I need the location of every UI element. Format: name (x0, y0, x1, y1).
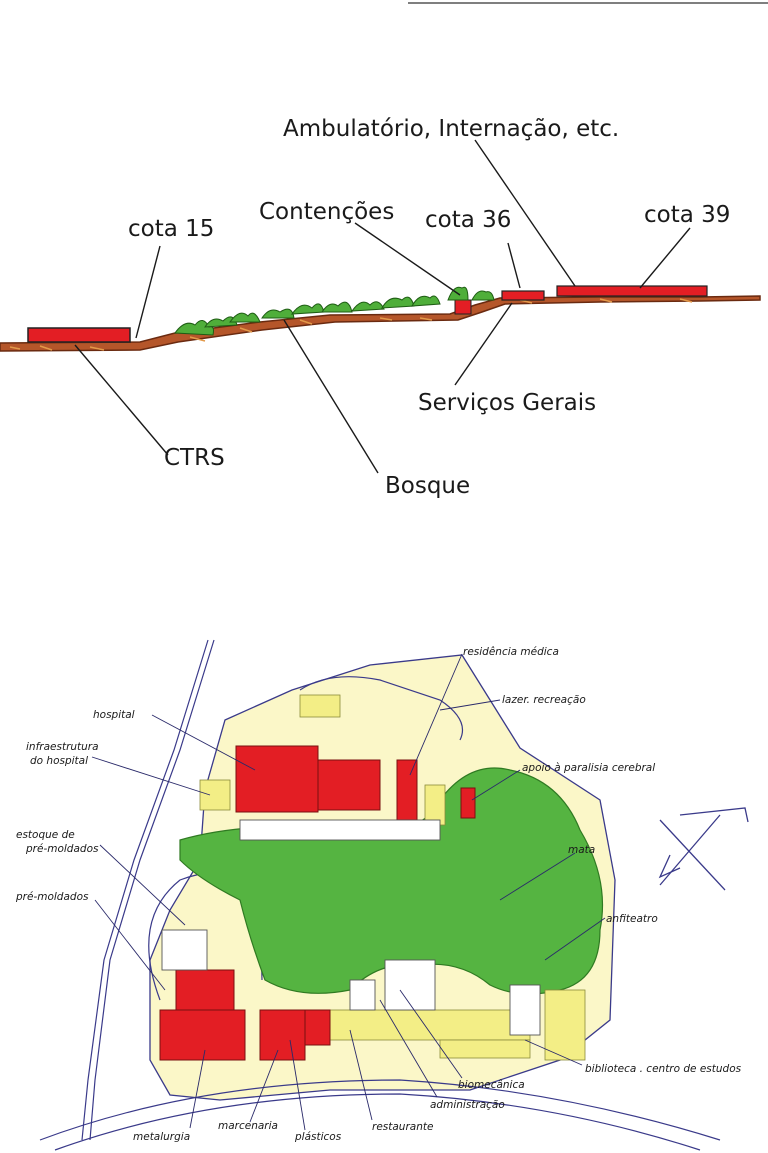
ambulatorio-building-block (556, 285, 708, 297)
apoio-building (460, 787, 476, 819)
label-residencia-medica: residência médica (463, 646, 559, 658)
residencia-building (396, 759, 418, 821)
label-restaurante: restaurante (372, 1121, 433, 1133)
label-pre-moldados: pré-moldados (15, 891, 89, 903)
label-estoque-2: pré-moldados (25, 843, 99, 855)
section-leader-lines (74, 139, 691, 474)
plasticos-building (304, 1009, 331, 1046)
retaining-wall-block (454, 299, 472, 315)
marcenaria-building (259, 1009, 306, 1061)
label-mata: mata (568, 844, 595, 856)
yellow-parking-areas (199, 694, 586, 1061)
label-infraestrutura-1: infraestrutura (26, 741, 99, 753)
north-arrow (658, 807, 749, 891)
label-biomecanica: biomecânica (458, 1079, 525, 1091)
outer-road (89, 639, 215, 1141)
site-plan-sketch: residência médica lazer. recreação hospi… (15, 639, 749, 1151)
metalurgia-building (159, 1009, 246, 1061)
label-plasticos: plásticos (294, 1131, 342, 1143)
label-servicos-gerais: Serviços Gerais (418, 390, 596, 416)
label-contencoes: Contenções (259, 199, 394, 225)
label-metalurgia: metalurgia (133, 1131, 190, 1143)
label-administracao: administração (430, 1099, 505, 1111)
site-section-sketch: Ambulatório, Internação, etc. cota 15 Co… (0, 116, 761, 499)
label-anfiteatro: anfiteatro (606, 913, 658, 925)
ctrs-building-block (27, 327, 131, 343)
lower-road-edge (54, 1093, 701, 1151)
label-hospital: hospital (93, 709, 135, 721)
label-apoio-paralisia: apoio à paralisia cerebral (522, 762, 655, 774)
outer-road-edge (81, 639, 209, 1141)
hospital-annex (317, 759, 381, 811)
label-ambulatorio: Ambulatório, Internação, etc. (283, 116, 619, 142)
upper-access-road (299, 676, 464, 741)
label-cota-15: cota 15 (128, 216, 214, 242)
label-infraestrutura-2: do hospital (30, 755, 88, 767)
label-biblioteca: biblioteca . centro de estudos (585, 1063, 742, 1075)
plan-red-buildings (159, 745, 476, 1061)
plan-leader-lines (91, 653, 606, 1131)
hospital-building (235, 745, 319, 813)
label-cota-36: cota 36 (425, 207, 511, 233)
label-bosque: Bosque (385, 473, 470, 499)
label-cota-39: cota 39 (644, 202, 730, 228)
metalurgia-tower (175, 969, 235, 1011)
label-ctrs: CTRS (164, 445, 225, 471)
bosque-trees (174, 286, 495, 336)
ground-hatch (9, 298, 693, 351)
lower-road (39, 1079, 721, 1141)
servicos-building-block (501, 290, 545, 301)
label-estoque-1: estoque de (16, 829, 75, 841)
label-lazer-recreacao: lazer. recreação (502, 694, 586, 706)
label-marcenaria: marcenaria (218, 1120, 278, 1132)
plan-outlined-buildings (161, 819, 541, 1036)
